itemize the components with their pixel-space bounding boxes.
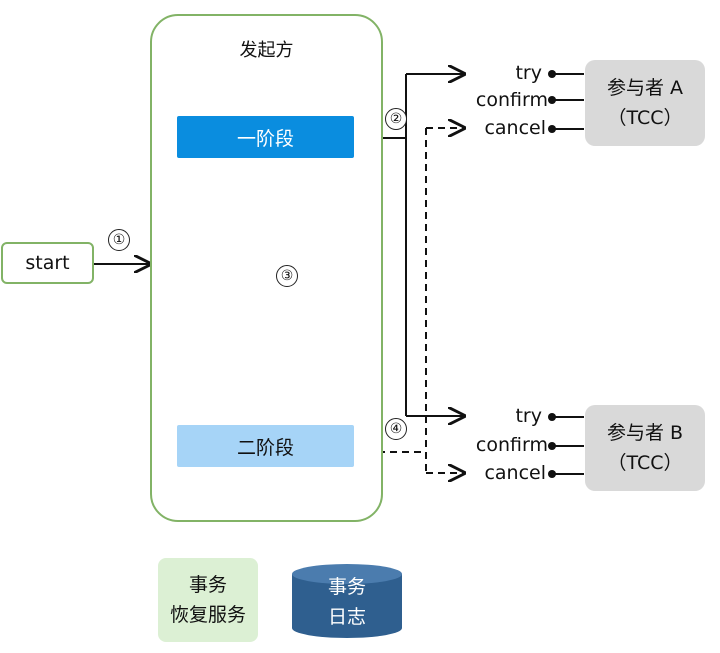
participant-a-type: （TCC） bbox=[607, 107, 683, 129]
participant-a-box[interactable]: 参与者 A （TCC） bbox=[585, 60, 705, 146]
phase1-label: 一阶段 bbox=[236, 127, 294, 150]
phase1-box[interactable]: 一阶段 bbox=[177, 116, 354, 158]
recovery-line2: 恢复服务 bbox=[169, 604, 246, 626]
participant-b-type: （TCC） bbox=[607, 452, 683, 474]
initiator-title: 发起方 bbox=[239, 40, 294, 61]
step-3-badge: ③ bbox=[276, 265, 298, 287]
transaction-recovery-service[interactable]: 事务 恢复服务 bbox=[158, 558, 258, 642]
transaction-log-db-icon bbox=[292, 564, 402, 638]
port-cancel-b bbox=[548, 470, 556, 478]
port-try-a bbox=[548, 70, 556, 78]
step-2-badge: ② bbox=[385, 108, 407, 130]
port-confirm-b bbox=[548, 442, 556, 450]
start-label: start bbox=[25, 252, 70, 274]
step-4-badge: ④ bbox=[385, 418, 407, 440]
op-confirm-b: confirm bbox=[475, 434, 548, 456]
port-confirm-a bbox=[548, 96, 556, 104]
op-cancel-a: cancel bbox=[484, 117, 546, 139]
op-try-a: try bbox=[515, 62, 542, 84]
log-line1: 事务 bbox=[327, 576, 366, 598]
participant-a-name: 参与者 A bbox=[606, 77, 684, 99]
port-try-b bbox=[548, 413, 556, 421]
phase2-label: 二阶段 bbox=[236, 436, 294, 459]
transaction-log-label[interactable]: 事务 日志 bbox=[292, 572, 402, 632]
step-1-badge: ① bbox=[108, 229, 130, 251]
participant-b-name: 参与者 B bbox=[606, 422, 684, 444]
log-line2: 日志 bbox=[327, 606, 366, 628]
port-cancel-a bbox=[548, 125, 556, 133]
start-box[interactable]: start bbox=[1, 242, 94, 284]
recovery-line1: 事务 bbox=[188, 574, 227, 596]
op-try-b: try bbox=[515, 405, 542, 427]
op-confirm-a: confirm bbox=[475, 89, 548, 111]
phase2-box[interactable]: 二阶段 bbox=[177, 425, 354, 467]
participant-b-box[interactable]: 参与者 B （TCC） bbox=[585, 405, 705, 491]
op-cancel-b: cancel bbox=[484, 462, 546, 484]
